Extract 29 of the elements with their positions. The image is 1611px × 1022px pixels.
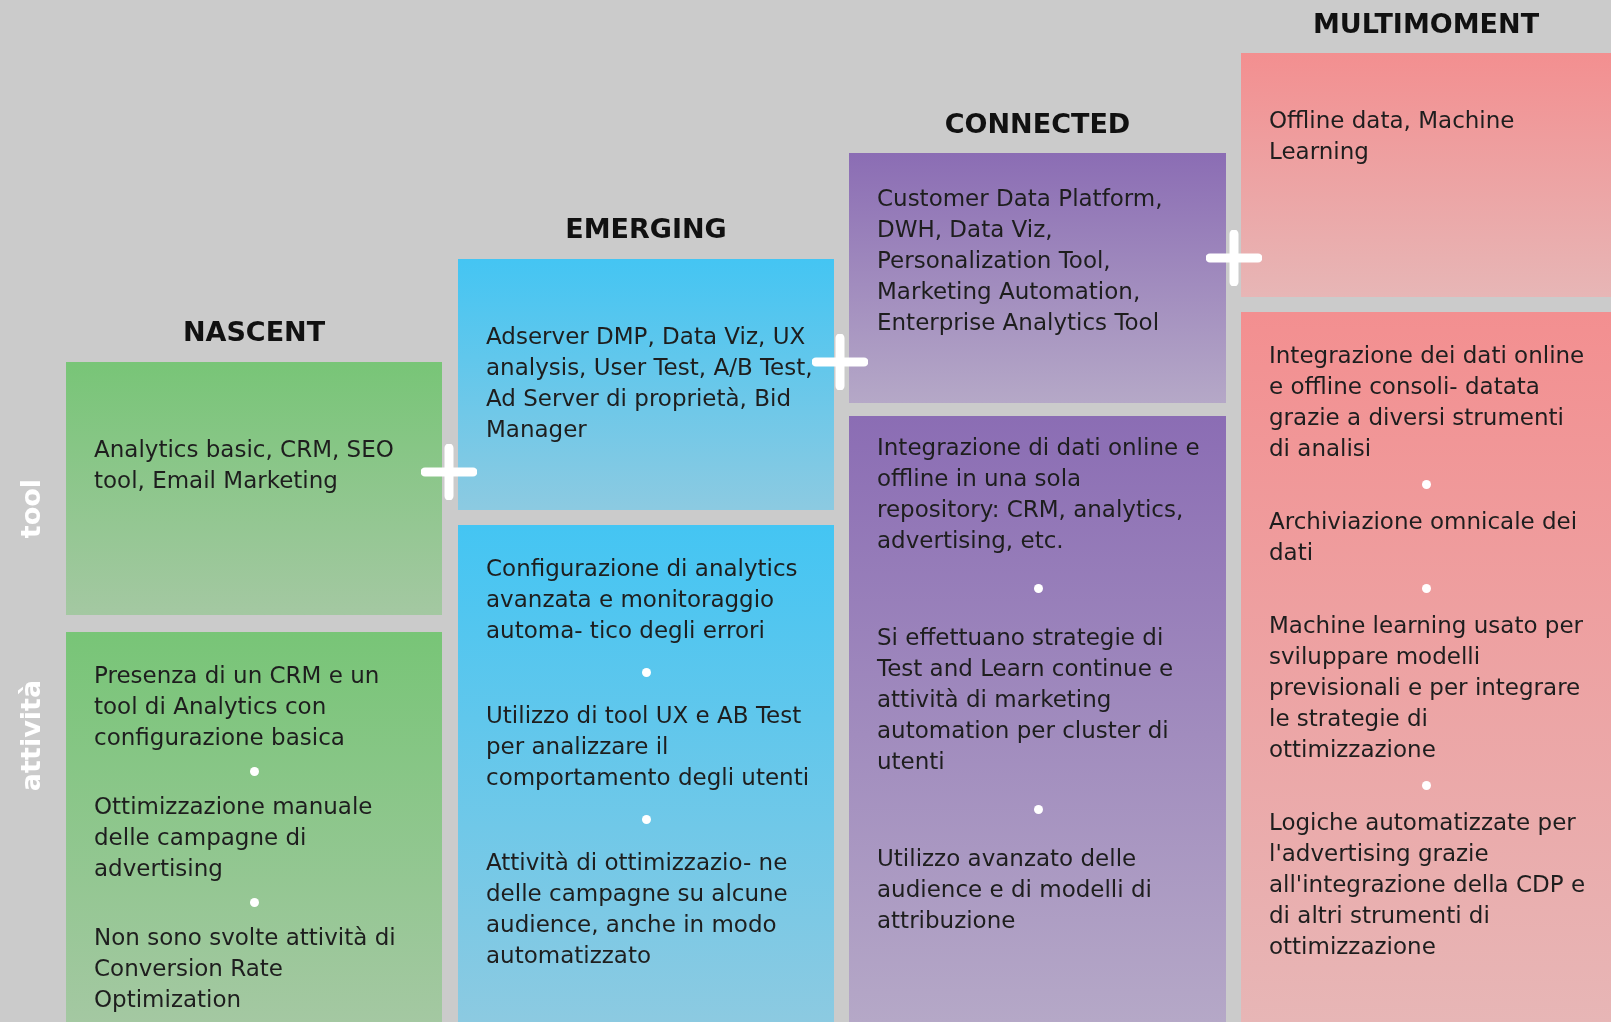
description-text: Presenza di un CRM e un tool di Analytics con configurazione basica — [94, 661, 381, 752]
column-heading: CONNECTED — [943, 108, 1132, 139]
description-text: Archiviazione omnicale dei dati — [1269, 507, 1579, 567]
description-text: Utilizzo avanzato delle audience e di modelli di attribuzione — [877, 844, 1153, 935]
tools-panel — [458, 259, 834, 510]
activities-panel — [1241, 312, 1611, 1022]
tools-panel — [66, 362, 442, 615]
tools-panel — [1241, 53, 1611, 297]
tools-panel — [849, 153, 1226, 403]
description-text: Machine learning usato per sviluppare modelli previsionali e per integrare le strategie di ottimizzazione — [1269, 611, 1584, 764]
description-text: Logiche automatizzate per l'advertising grazie all'integrazione della CDP e di altri strumenti di ottimizzazione — [1269, 808, 1587, 961]
column-heading: EMERGING — [564, 213, 728, 244]
description-text: Si effettuano strategie di Test and Learn continue e attività di marketing automation per cluster di utenti — [877, 623, 1175, 776]
description-text: Integrazione dei dati online e offline consoli- datata grazie a diversi strumenti di analisi — [1269, 341, 1586, 463]
description-text: Attività di ottimizzazio- ne delle campagne su alcune audience, anche in modo automatizzato — [486, 848, 789, 970]
description-text: Adserver DMP, Data Viz, UX analysis, User Test, A/B Test, Ad Server di proprietà, Bid Manager — [486, 322, 814, 444]
column-heading: NASCENT — [181, 316, 327, 347]
activities-panel — [66, 632, 442, 1022]
description-text: Integrazione di dati online e offline in una sola repository: CRM, analytics, advertising, etc. — [877, 433, 1201, 555]
activities-panel — [849, 416, 1226, 1022]
description-text: Ottimizzazione manuale delle campagne di advertising — [94, 792, 374, 883]
activities-panel — [458, 525, 834, 1022]
column-heading: MULTIMOMENT — [1311, 8, 1541, 39]
description-text: Offline data, Machine Learning — [1269, 106, 1516, 166]
description-text: Configurazione di analytics avanzata e monitoraggio automa- tico degli errori — [486, 554, 799, 645]
description-text: Analytics basic, CRM, SEO tool, Email Marketing — [94, 435, 395, 495]
description-text: Customer Data Platform, DWH, Data Viz, Personalization Tool, Marketing Automation, Enterprise Analytics Tool — [877, 184, 1164, 337]
description-text: Non sono svolte attività di Conversion Rate Optimization — [94, 923, 397, 1014]
description-text: Utilizzo di tool UX e AB Test per analizzare il comportamento degli utenti — [486, 701, 811, 792]
